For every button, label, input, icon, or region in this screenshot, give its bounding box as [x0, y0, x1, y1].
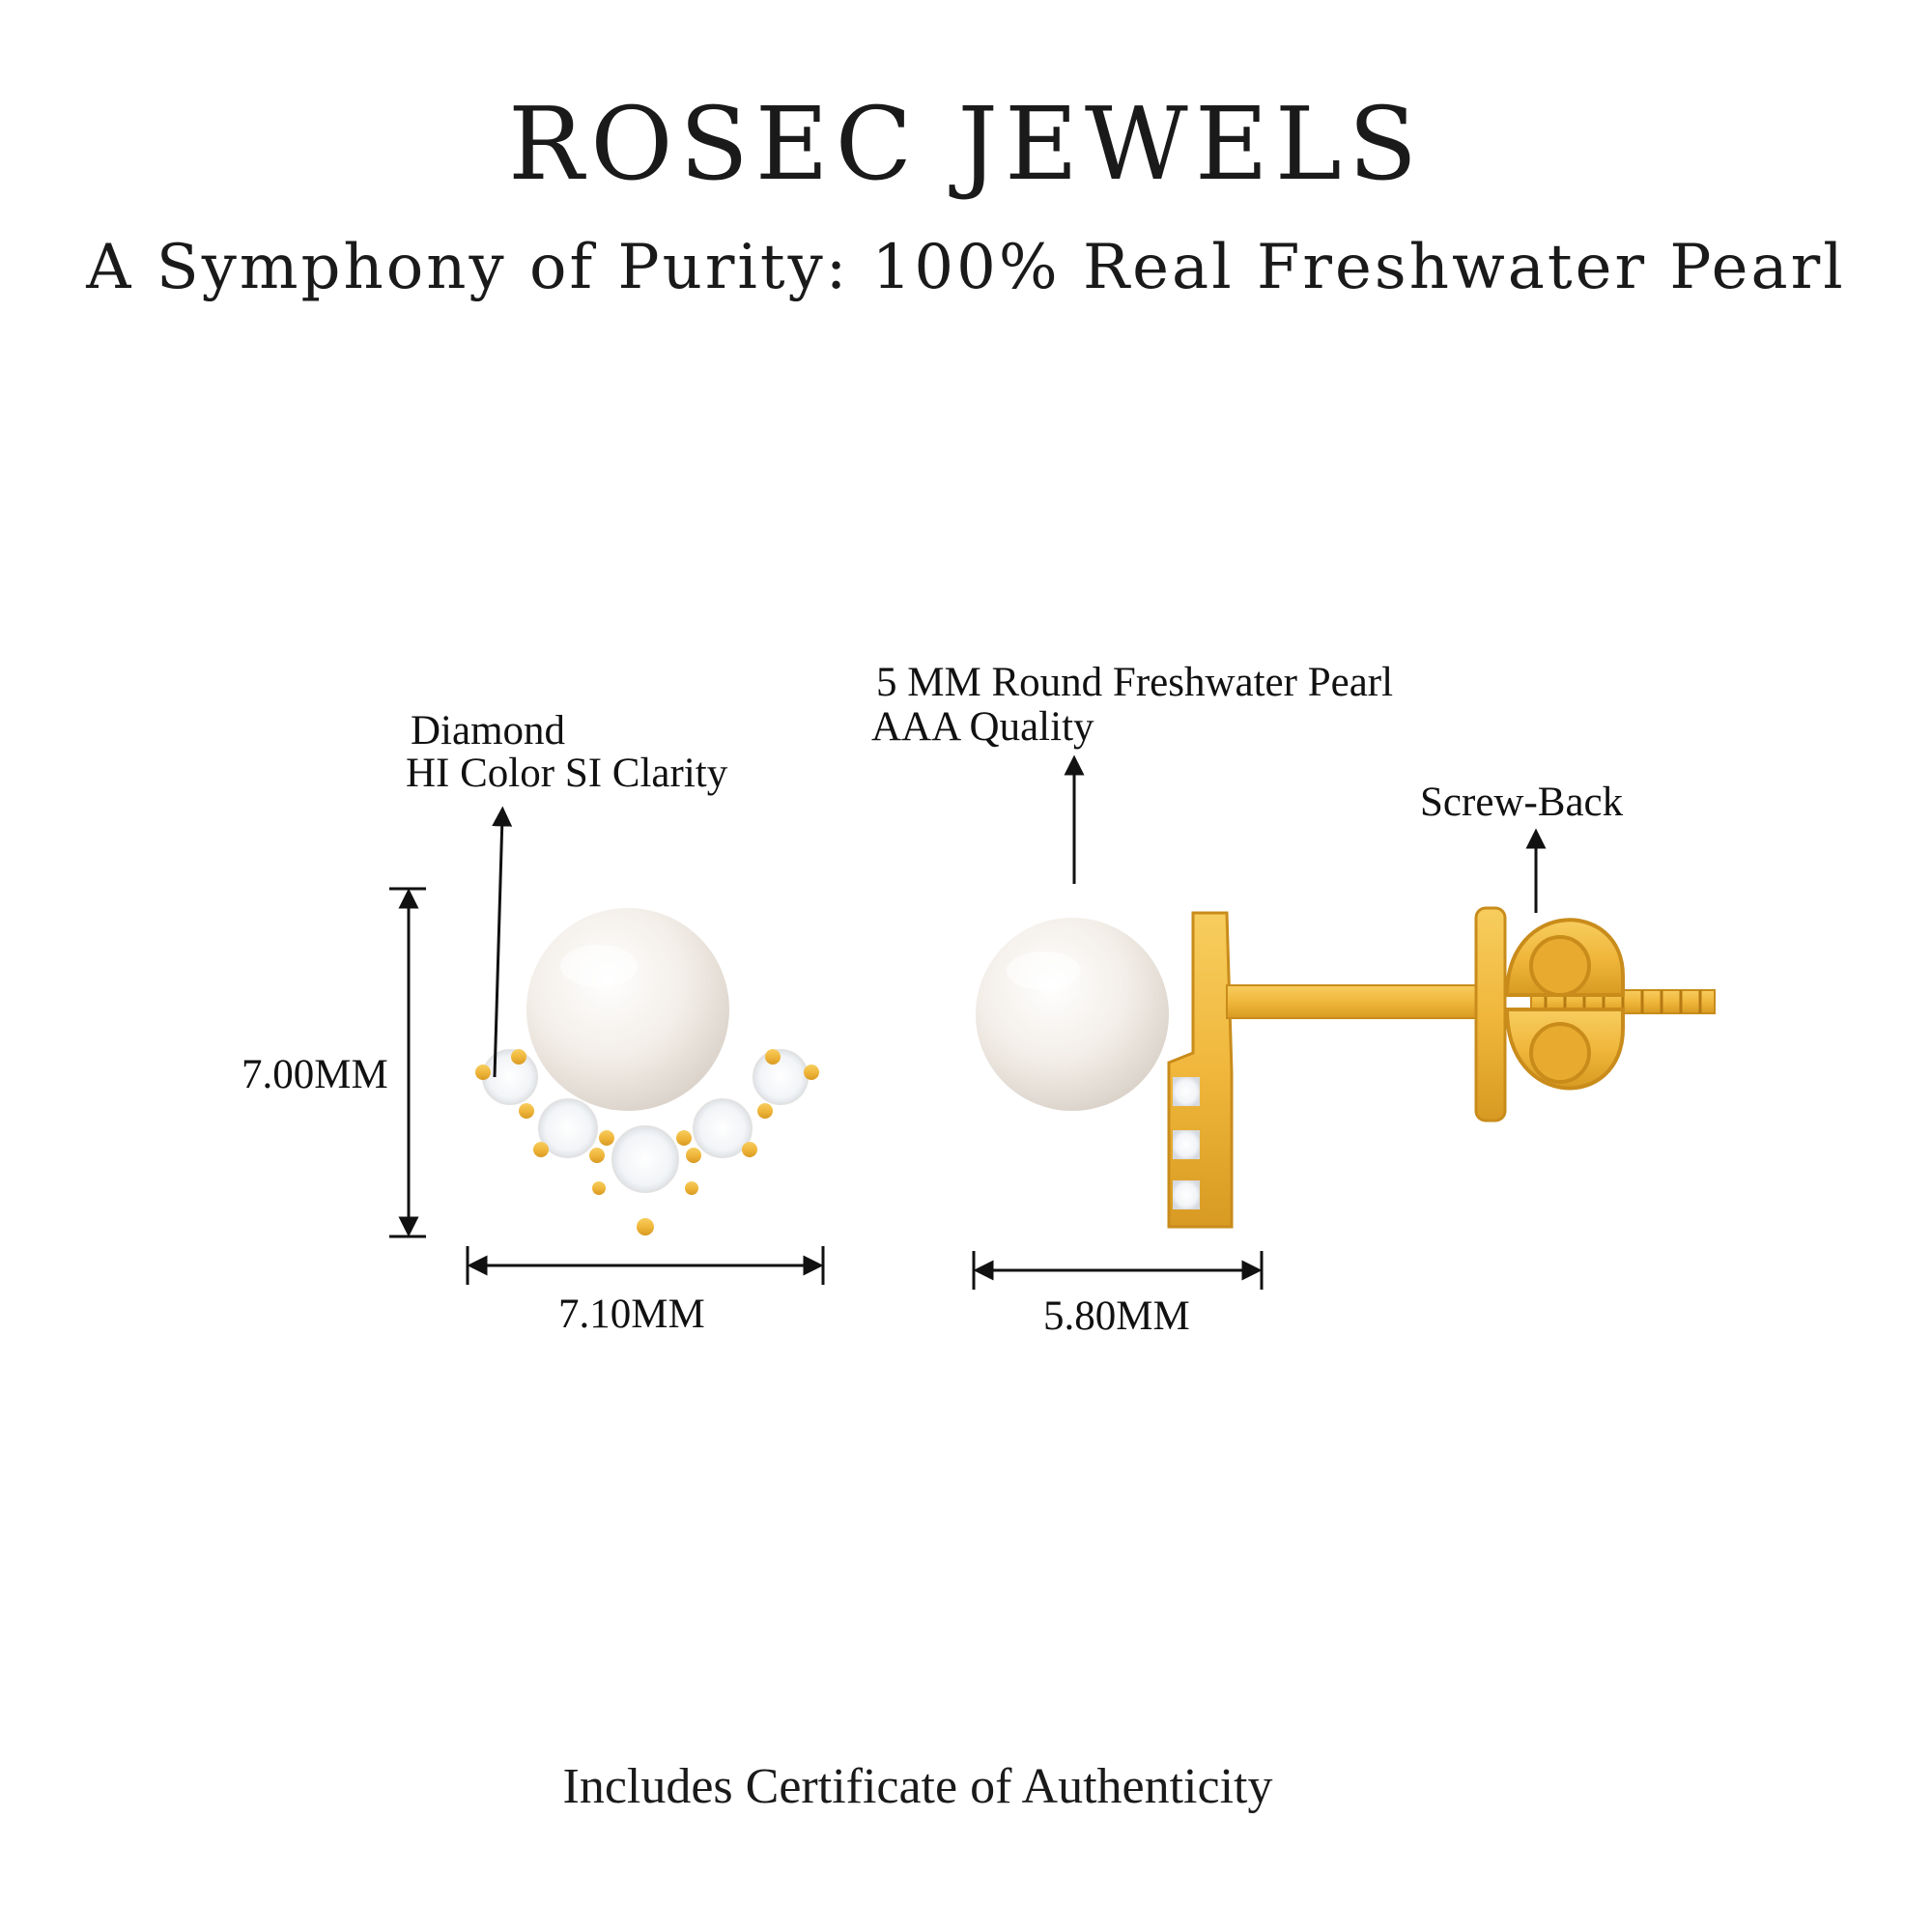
front-width-dimension-label: 7.10MM [558, 1292, 705, 1337]
diamond-spec-label: HI Color SI Clarity [406, 751, 728, 796]
gold-prongs [475, 1049, 819, 1236]
front-view-earring [475, 908, 819, 1236]
brand-title: ROSEC JEWELS [507, 85, 1425, 203]
front-pearl [526, 908, 729, 1111]
post [1226, 984, 1489, 1019]
side-setting [1167, 911, 1234, 1229]
side-width-dimension-label: 5.80MM [1043, 1293, 1190, 1339]
screw-back-nut [1504, 918, 1625, 1091]
height-dimension-label: 7.00MM [242, 1052, 388, 1097]
screw-back-disc [1474, 906, 1507, 1122]
diamond-title-label: Diamond [411, 708, 566, 753]
screw-back-label: Screw-Back [1420, 780, 1624, 825]
diamond-row [482, 1049, 809, 1193]
certificate-note: Includes Certificate of Authenticity [562, 1759, 1273, 1814]
side-view-earring [976, 906, 1716, 1229]
side-pearl [976, 918, 1169, 1111]
pearl-title-label: 5 MM Round Freshwater Pearl [876, 660, 1394, 705]
pearl-quality-label: AAA Quality [871, 704, 1094, 750]
dimension-lines [389, 754, 1547, 1290]
tagline: A Symphony of Purity: 100% Real Freshwat… [86, 232, 1846, 303]
